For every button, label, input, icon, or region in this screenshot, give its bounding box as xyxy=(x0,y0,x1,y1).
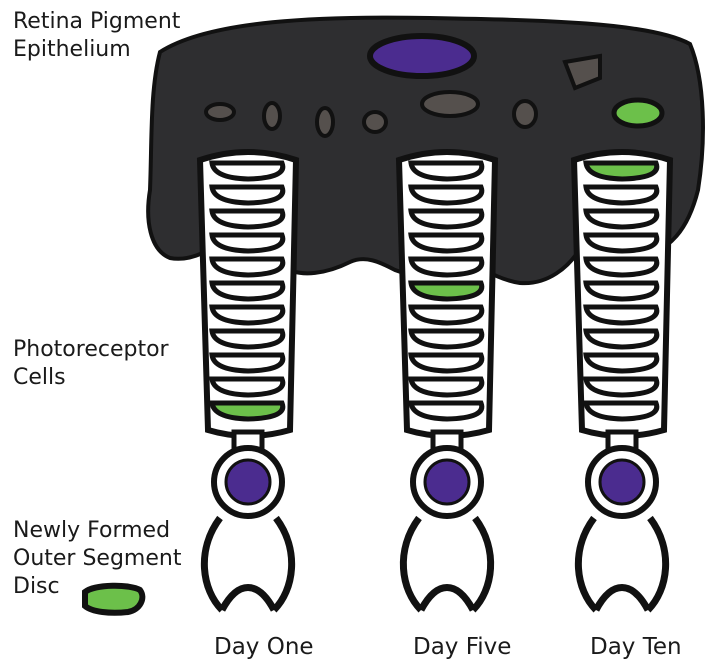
synaptic-terminal xyxy=(403,518,490,610)
disc xyxy=(212,259,283,275)
green-disc-icon xyxy=(85,586,142,613)
disc xyxy=(212,235,283,251)
new-disc xyxy=(212,403,283,419)
phagocytosed-disc-day-ten xyxy=(614,100,662,126)
disc xyxy=(586,403,657,419)
disc xyxy=(411,259,482,275)
disc xyxy=(212,331,283,347)
photoreceptor-cell-2 xyxy=(399,152,495,610)
disc xyxy=(586,355,657,371)
disc xyxy=(411,403,482,419)
disc xyxy=(212,211,283,227)
cell-nucleus xyxy=(425,460,469,504)
disc xyxy=(212,187,283,203)
synaptic-terminal xyxy=(204,518,291,610)
disc xyxy=(586,211,657,227)
disc xyxy=(411,163,482,179)
disc xyxy=(586,379,657,395)
disc xyxy=(411,211,482,227)
disc xyxy=(586,187,657,203)
disc xyxy=(212,163,283,179)
disc xyxy=(411,331,482,347)
new-disc xyxy=(411,283,482,299)
disc xyxy=(411,307,482,323)
rpe-nucleus xyxy=(370,36,474,76)
disc xyxy=(212,283,283,299)
cell-nucleus xyxy=(600,460,644,504)
photoreceptor-cell-1 xyxy=(200,152,296,610)
disc xyxy=(411,235,482,251)
disc xyxy=(411,187,482,203)
disc xyxy=(586,259,657,275)
disc xyxy=(586,331,657,347)
disc xyxy=(212,355,283,371)
photoreceptor-cell-3 xyxy=(574,152,670,610)
disc xyxy=(586,307,657,323)
disc xyxy=(411,379,482,395)
disc xyxy=(212,307,283,323)
cell-nucleus xyxy=(226,460,270,504)
disc xyxy=(586,235,657,251)
synaptic-terminal xyxy=(578,518,665,610)
disc xyxy=(411,355,482,371)
disc xyxy=(212,379,283,395)
new-disc xyxy=(586,163,657,179)
disc xyxy=(586,283,657,299)
